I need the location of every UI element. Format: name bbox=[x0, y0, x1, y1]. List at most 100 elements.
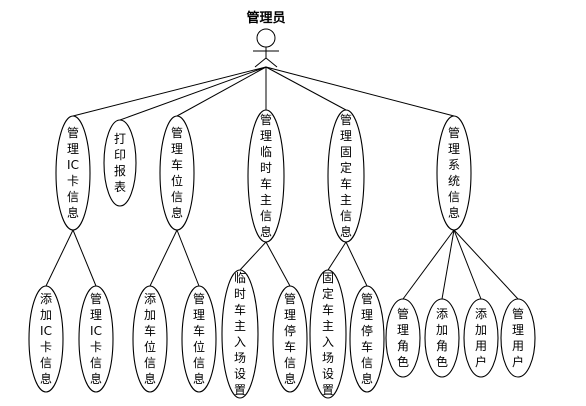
use-case-label-char: 信 bbox=[67, 190, 79, 204]
use-case-label-char: IC bbox=[90, 324, 102, 338]
edge-temp-temp-entry bbox=[239, 241, 267, 271]
edge-system-sys-user-manage bbox=[453, 229, 519, 300]
use-case-label-char: 理 bbox=[397, 323, 409, 337]
use-case-label-char: 信 bbox=[90, 356, 102, 370]
edge-spot-spot-manage bbox=[176, 229, 200, 287]
edge-actor-spot bbox=[176, 66, 267, 117]
use-case-label-char: 管 bbox=[361, 291, 373, 306]
use-case-label-char: 加 bbox=[40, 308, 52, 322]
actor-admin: 管理员 bbox=[246, 10, 286, 68]
use-case-label-char: 入 bbox=[234, 335, 246, 349]
actor-right-leg bbox=[265, 57, 278, 68]
use-case-label-char: 管 bbox=[340, 112, 352, 127]
use-case-label-char: 卡 bbox=[40, 340, 52, 354]
use-case-label-char: 置 bbox=[322, 383, 334, 397]
use-case-label-char: 固 bbox=[322, 271, 334, 285]
use-case-label-char: 置 bbox=[234, 383, 246, 397]
edge-ic-ic-manage bbox=[72, 229, 97, 287]
use-case-oval bbox=[309, 269, 347, 399]
use-case-oval bbox=[159, 115, 195, 231]
use-case-label-char: 理 bbox=[284, 308, 296, 322]
use-case-oval bbox=[385, 298, 421, 378]
use-case-label-char: 添 bbox=[40, 292, 52, 306]
use-case-label-char: 用 bbox=[475, 339, 487, 353]
use-case-label-char: 时 bbox=[234, 287, 246, 301]
use-case-label-char: 管 bbox=[67, 125, 79, 140]
use-case-label-char: 位 bbox=[171, 173, 183, 188]
use-case-label-char: 车 bbox=[171, 157, 183, 172]
use-case-label-char: 车 bbox=[144, 323, 156, 338]
edge-fixed-fixed-park bbox=[345, 241, 368, 287]
use-case-label-char: 息 bbox=[361, 371, 373, 386]
use-case-label-char: 息 bbox=[448, 205, 460, 220]
use-case-label-char: 定 bbox=[340, 160, 352, 175]
use-case-label-char: 停 bbox=[361, 323, 373, 338]
use-case-label-char: 理 bbox=[448, 142, 460, 156]
use-case-label-char: IC bbox=[67, 158, 79, 172]
use-case-label-char: 车 bbox=[361, 339, 373, 354]
use-case-label-char: 管 bbox=[171, 125, 183, 140]
use-case-oval bbox=[436, 115, 472, 231]
use-case-label-char: 添 bbox=[436, 307, 448, 321]
use-case-label-char: 用 bbox=[512, 339, 524, 353]
use-case-label-char: 角 bbox=[397, 339, 409, 353]
edge-spot-spot-add bbox=[149, 229, 178, 287]
use-case-label-char: 角 bbox=[436, 339, 448, 353]
use-case-nodes: 管理IC卡信息添加IC卡信息管理IC卡信息打印报表管理车位信息添加车位信息管理车… bbox=[28, 109, 536, 399]
use-case-label-char: 管 bbox=[512, 306, 524, 321]
use-case-oval bbox=[28, 285, 64, 393]
use-case-oval bbox=[221, 269, 259, 399]
edge-temp-temp-park bbox=[265, 241, 291, 287]
use-case-label-char: 位 bbox=[193, 339, 205, 354]
actor-head bbox=[256, 28, 276, 48]
use-case-label-char: 车 bbox=[234, 302, 246, 317]
use-case-label-char: 息 bbox=[40, 371, 52, 386]
use-case-label-char: 息 bbox=[90, 371, 102, 386]
use-case-oval bbox=[424, 298, 460, 378]
use-case-label-char: 理 bbox=[171, 142, 183, 156]
use-case-label-char: 入 bbox=[322, 335, 334, 349]
use-case-label-char: 理 bbox=[193, 308, 205, 322]
edge-actor-fixed bbox=[265, 66, 347, 111]
use-case-oval bbox=[272, 285, 308, 393]
use-case-oval bbox=[349, 285, 385, 393]
use-case-label-char: 息 bbox=[193, 371, 205, 386]
use-case-label-char: 印 bbox=[114, 148, 126, 162]
edge-ic-ic-add bbox=[45, 229, 74, 287]
use-case-label-char: 息 bbox=[340, 224, 352, 239]
use-case-label-char: 理 bbox=[361, 308, 373, 322]
use-case-label-char: 车 bbox=[260, 176, 272, 191]
use-case-label-char: 临 bbox=[234, 271, 246, 285]
use-case-oval bbox=[103, 119, 137, 207]
use-case-oval bbox=[78, 285, 114, 393]
use-case-label-char: 息 bbox=[284, 371, 296, 386]
use-case-label-char: 信 bbox=[193, 356, 205, 370]
actor-left-leg bbox=[254, 57, 267, 68]
use-case-label-char: 固 bbox=[340, 145, 352, 159]
use-case-label-char: 添 bbox=[475, 307, 487, 321]
use-case-label-char: 主 bbox=[234, 319, 246, 333]
use-case-label-char: 加 bbox=[475, 323, 487, 337]
edge-actor-system bbox=[265, 66, 455, 117]
use-case-oval bbox=[55, 115, 91, 231]
use-case-label-char: 车 bbox=[340, 176, 352, 191]
association-lines bbox=[45, 66, 519, 300]
use-case-label-char: 信 bbox=[260, 209, 272, 223]
use-case-label-char: 色 bbox=[397, 355, 409, 369]
use-case-label-char: 车 bbox=[322, 302, 334, 317]
use-case-label-char: 信 bbox=[171, 190, 183, 204]
